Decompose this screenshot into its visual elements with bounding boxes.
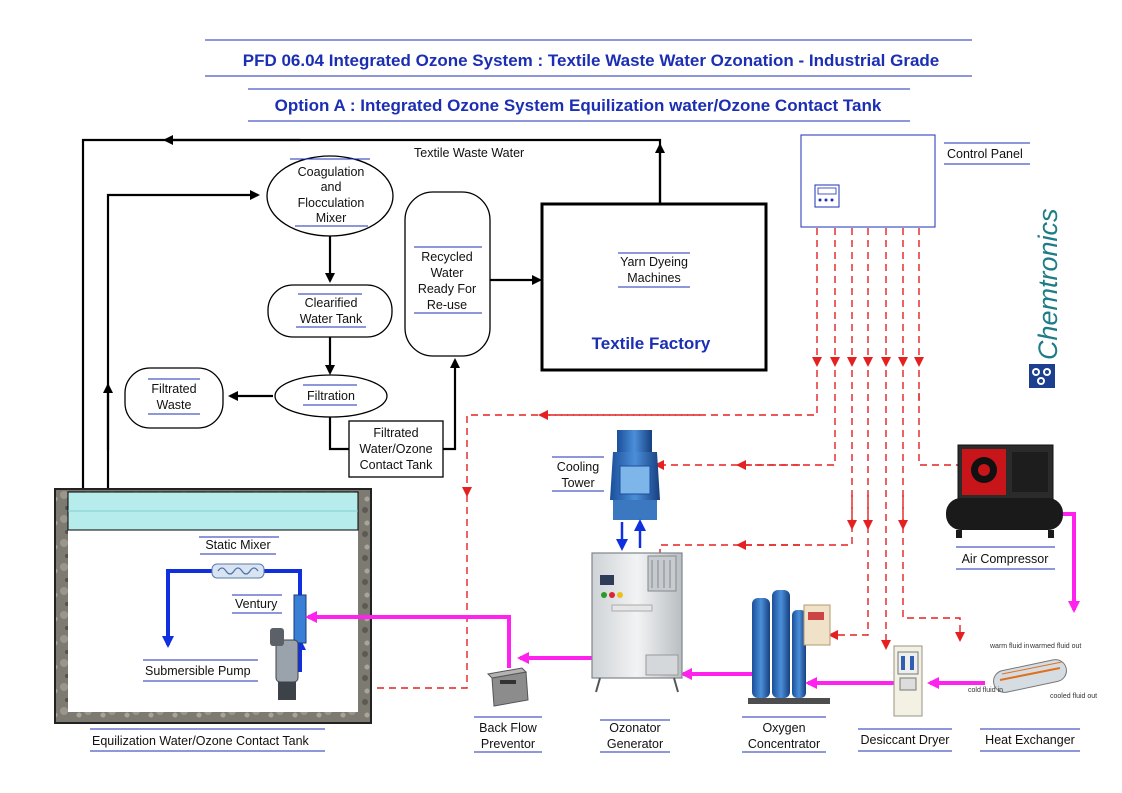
svg-text:Coagulation: Coagulation bbox=[298, 165, 365, 179]
filtrated-waste: Filtrated Waste bbox=[124, 367, 224, 429]
cooling-tower-label: Cooling bbox=[557, 460, 599, 474]
controller-display-icon bbox=[814, 184, 840, 208]
svg-text:Generator: Generator bbox=[607, 737, 663, 751]
svg-text:Chemtronics: Chemtronics bbox=[1033, 208, 1063, 360]
pump-loop: Static Mixer Ventury Submersible Pump bbox=[143, 536, 307, 700]
page-title: PFD 06.04 Integrated Ozone System : Text… bbox=[243, 51, 940, 70]
recycled-water-tank: Recycled Water Ready For Re-use bbox=[404, 191, 491, 357]
contact-tank bbox=[54, 488, 372, 724]
svg-text:Filtrated: Filtrated bbox=[151, 382, 196, 396]
svg-text:and: and bbox=[321, 180, 342, 194]
svg-text:Tower: Tower bbox=[561, 476, 594, 490]
svg-text:Control Panel: Control Panel bbox=[947, 147, 1023, 161]
svg-text:Yarn Dyeing: Yarn Dyeing bbox=[620, 255, 688, 269]
backflow-label: Back Flow bbox=[479, 721, 538, 735]
svg-text:Concentrator: Concentrator bbox=[748, 737, 820, 751]
ozonator-generator-icon bbox=[591, 552, 683, 693]
svg-text:Recycled: Recycled bbox=[421, 250, 472, 264]
air-compressor-icon bbox=[946, 444, 1063, 538]
oxygen-concentrator-icon bbox=[748, 590, 831, 704]
textile-factory-label: Textile Factory bbox=[592, 334, 711, 353]
chemtronics-logo: Chemtronics bbox=[1029, 208, 1063, 388]
cooling-tower-icon bbox=[610, 430, 660, 551]
filtration-node: Filtration bbox=[274, 374, 388, 418]
venturi-icon bbox=[293, 594, 307, 644]
svg-text:Water/Ozone: Water/Ozone bbox=[359, 442, 432, 456]
waste-water-flow-lines bbox=[78, 135, 665, 690]
svg-text:Re-use: Re-use bbox=[427, 298, 467, 312]
svg-text:Machines: Machines bbox=[627, 271, 681, 285]
heat-exchanger-label: Heat Exchanger bbox=[985, 733, 1075, 747]
svg-text:Mixer: Mixer bbox=[316, 211, 347, 225]
control-panel: Control Panel bbox=[800, 134, 1030, 228]
svg-text:Water Tank: Water Tank bbox=[300, 312, 363, 326]
desiccant-dryer-label: Desiccant Dryer bbox=[861, 733, 950, 747]
coagulation-mixer: Coagulation and Flocculation Mixer bbox=[266, 155, 394, 237]
svg-text:warm fluid in: warm fluid in bbox=[989, 643, 1029, 650]
svg-text:Contact Tank: Contact Tank bbox=[360, 458, 433, 472]
svg-text:Preventor: Preventor bbox=[481, 737, 535, 751]
svg-text:warmed fluid out: warmed fluid out bbox=[1029, 643, 1081, 650]
svg-text:Submersible Pump: Submersible Pump bbox=[145, 664, 251, 678]
backflow-preventer-icon bbox=[486, 667, 529, 707]
svg-text:Filtration: Filtration bbox=[307, 389, 355, 403]
static-mixer-icon bbox=[211, 563, 265, 579]
desiccant-dryer-icon bbox=[893, 645, 923, 717]
gas-flow-lines bbox=[305, 512, 1080, 689]
filtrated-water-box: Filtrated Water/Ozone Contact Tank bbox=[348, 420, 444, 478]
svg-text:Flocculation: Flocculation bbox=[298, 196, 365, 210]
svg-text:Clearified: Clearified bbox=[305, 296, 358, 310]
svg-text:Ventury: Ventury bbox=[235, 597, 278, 611]
ozonator-label: Ozonator bbox=[609, 721, 660, 735]
oxygen-concentrator-label: Oxygen bbox=[762, 721, 805, 735]
clarified-water-tank: Clearified Water Tank bbox=[267, 284, 393, 338]
svg-text:Static Mixer: Static Mixer bbox=[205, 538, 270, 552]
svg-text:cold fluid in: cold fluid in bbox=[968, 687, 1003, 694]
svg-text:Filtrated: Filtrated bbox=[373, 426, 418, 440]
tank-label: Equilization Water/Ozone Contact Tank bbox=[92, 734, 310, 748]
svg-text:Waste: Waste bbox=[157, 398, 192, 412]
page-subtitle: Option A : Integrated Ozone System Equil… bbox=[275, 96, 882, 115]
submersible-pump-icon bbox=[270, 628, 299, 700]
svg-text:cooled fluid out: cooled fluid out bbox=[1050, 693, 1097, 700]
svg-text:Water: Water bbox=[431, 266, 464, 280]
textile-factory: Yarn Dyeing Machines Textile Factory bbox=[540, 202, 768, 372]
svg-text:Ready For: Ready For bbox=[418, 282, 476, 296]
heat-exchanger-icon: warm fluid in warmed fluid out cold flui… bbox=[968, 643, 1097, 700]
textile-waste-water-label: Textile Waste Water bbox=[414, 146, 524, 160]
air-compressor-label: Air Compressor bbox=[962, 552, 1049, 566]
